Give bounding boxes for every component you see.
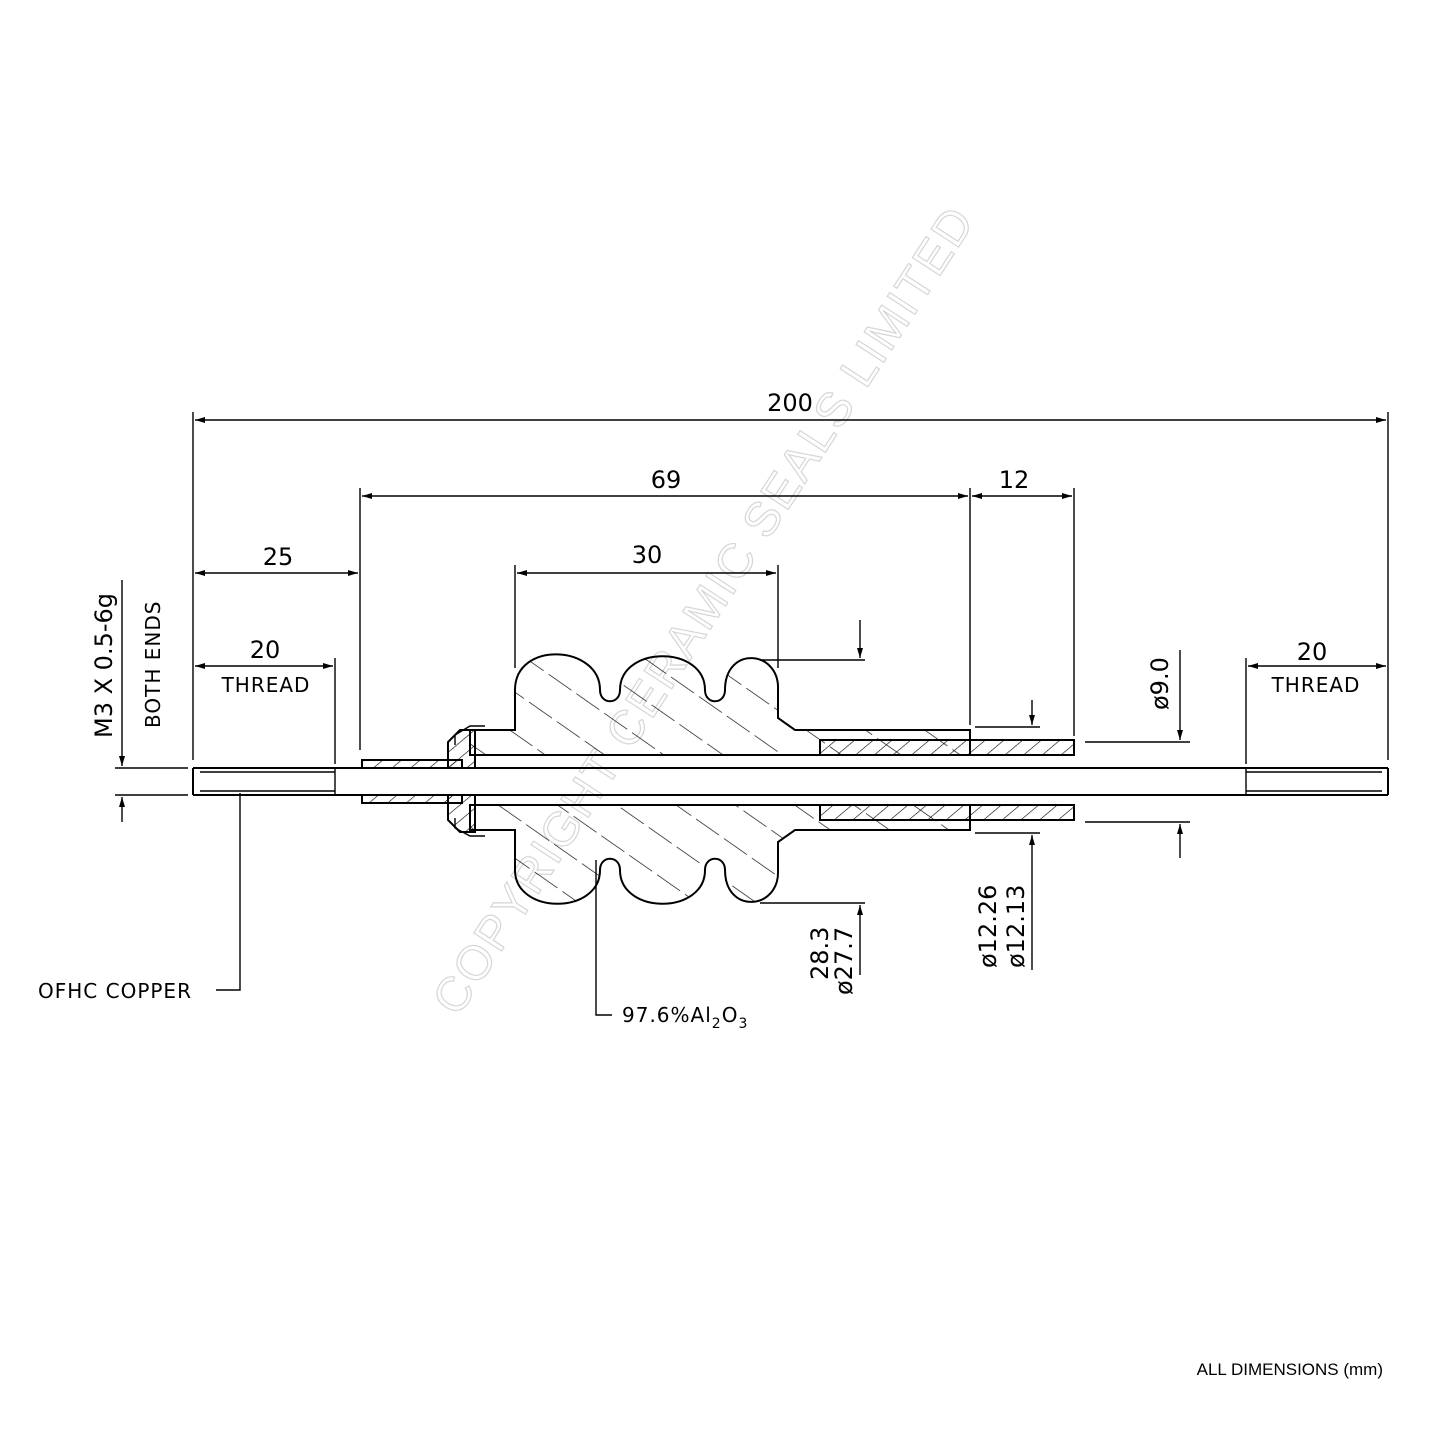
dim-corrugation-span: 30: [632, 541, 663, 569]
dimension-labels: 200 69 12 30 25 20 THREAD 20 THREAD ø9.0…: [221, 389, 1361, 995]
dim-tube-dia-min: ø12.13: [1002, 885, 1030, 968]
thread-label-left: THREAD: [221, 673, 311, 697]
dim-dia-9: ø9.0: [1146, 657, 1174, 710]
thread-spec: M3 X 0.5-6g: [90, 593, 118, 738]
dim-thread-right: 20: [1297, 638, 1328, 666]
both-ends-note: BOTH ENDS: [141, 601, 165, 728]
ceramic-insulator: [469, 653, 971, 905]
thread-label-right: THREAD: [1271, 673, 1361, 697]
dim-outer-dia-min: ø27.7: [830, 927, 858, 995]
copper-conductor-rod: [192, 767, 1389, 796]
notes: M3 X 0.5-6g BOTH ENDS OFHC COPPER 97.6%A…: [38, 593, 1383, 1379]
extension-lines: [115, 412, 1389, 904]
dimension-arrows: [119, 417, 1386, 975]
metal-flange-tube: [361, 725, 1075, 837]
conductor-material: OFHC COPPER: [38, 979, 192, 1003]
leader-lines: [216, 793, 612, 1016]
dim-overall: 200: [767, 389, 813, 417]
svg-text:COPYRIGHT CERAMIC SEALS LIMITE: COPYRIGHT CERAMIC SEALS LIMITED: [423, 197, 986, 1024]
dim-flange-length: 12: [999, 466, 1030, 494]
dim-thread-left: 20: [250, 636, 281, 664]
dim-offset: 25: [263, 543, 294, 571]
watermark: COPYRIGHT CERAMIC SEALS LIMITED: [422, 196, 986, 1024]
dim-tube-dia-max: ø12.26: [974, 885, 1002, 968]
insulator-material: 97.6%Al2O3: [622, 1003, 748, 1032]
dim-outer-dia-max: 28.3: [806, 927, 834, 980]
units-note: ALL DIMENSIONS (mm): [1197, 1360, 1383, 1379]
dim-insulator-span: 69: [651, 466, 682, 494]
